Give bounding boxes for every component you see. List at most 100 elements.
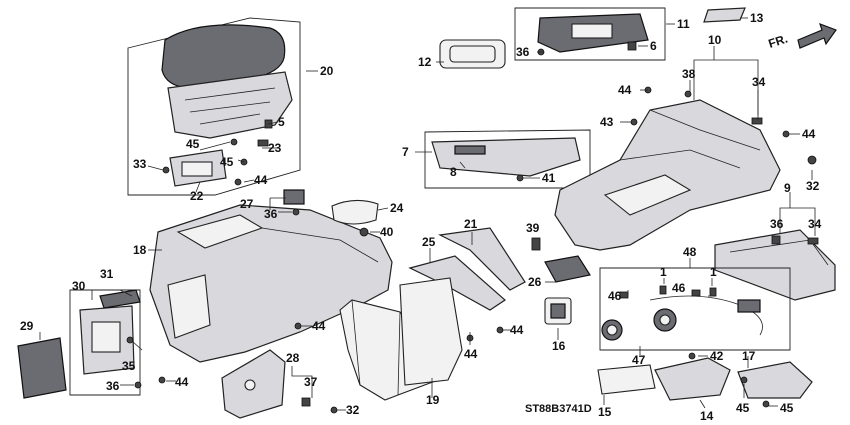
clip-36d [771,235,781,245]
callout-35: 35 [122,359,136,373]
callout-32b: 32 [806,179,820,193]
console-lid-24 [331,199,379,225]
callout-44a: 44 [254,173,268,187]
callout-8: 8 [450,165,457,179]
screw-45c [740,376,748,384]
callout-27: 27 [240,197,254,211]
clip-34b [807,237,819,245]
shift-slot [571,23,613,39]
callout-30: 30 [72,279,86,293]
screw-44c [158,376,166,384]
callout-28: 28 [286,351,300,365]
clip-1b [709,287,717,297]
callout-42: 42 [710,349,724,363]
clip-35 [126,336,134,344]
armrest-lid [161,24,286,89]
callout-19: 19 [426,393,440,407]
callout-34a: 34 [752,75,766,89]
callout-45a: 45 [186,137,200,151]
callout-11: 11 [677,17,690,31]
clip-23 [257,139,269,147]
clip-36a [292,208,300,216]
callout-44d: 44 [464,347,478,361]
box-30 [69,289,141,396]
ring-12-inner [449,45,496,63]
callout-32a: 32 [346,403,360,417]
clip-37 [301,397,311,407]
bracket-21 [438,227,526,291]
clip-40 [359,227,369,237]
callout-31: 31 [100,267,114,281]
tray-9 [714,229,836,301]
clip-1a [659,285,667,295]
callout-10: 10 [708,33,722,47]
frame-struts [351,299,401,396]
callout-14: 14 [700,409,714,423]
callout-16: 16 [552,339,566,353]
callout-7: 7 [402,145,409,159]
socket-lighter-core [659,314,671,326]
frame-panel [399,277,463,386]
ashtray-14 [654,357,731,401]
callout-46a: 46 [608,289,622,303]
clip-46b [691,289,701,297]
screw-45a [230,138,238,146]
callout-26: 26 [528,275,542,289]
console-edge [261,227,379,263]
callout-44f: 44 [618,83,632,97]
callout-33: 33 [133,157,147,171]
callout-17: 17 [742,349,756,363]
callout-44e: 44 [510,323,524,337]
callout-13: 13 [750,11,764,25]
callout-47: 47 [632,353,646,367]
callout-36d: 36 [770,217,784,231]
callout-9: 9 [784,181,791,195]
clip-36b [134,381,142,389]
panel-7-slot [454,145,486,155]
callout-44c: 44 [175,375,189,389]
screw-33 [162,166,170,174]
callout-labels: 20 5 23 45 45 33 44 22 27 36 24 40 18 44… [20,11,822,423]
callout-12: 12 [418,55,432,69]
console-side-pocket [167,274,211,339]
callout-38: 38 [682,67,696,81]
callout-40: 40 [380,225,394,239]
callout-41: 41 [542,171,556,185]
armrest-assembly-outline [127,17,301,196]
callout-1b: 1 [710,265,717,279]
callout-18: 18 [133,243,147,257]
callout-48: 48 [683,245,697,259]
front-direction-indicator: FR. [767,22,837,51]
screw-45d [762,400,770,408]
clip-32b [807,155,817,165]
connector-48 [737,299,761,313]
callout-21: 21 [464,217,478,231]
bezel-opening [91,321,121,353]
callout-44b: 44 [312,319,326,333]
leader-lines [39,17,816,411]
callout-20: 20 [320,64,334,78]
clip-34a [751,117,763,125]
callout-29: 29 [20,319,34,333]
callout-44g: 44 [802,127,816,141]
console-shell-ridges [619,109,761,169]
bracket-hole [244,379,256,391]
callout-37: 37 [304,375,318,389]
console-shell-cupholder [603,174,692,216]
callout-23: 23 [268,141,282,155]
console-shell-10 [554,99,781,251]
callout-43: 43 [600,115,614,129]
bracket-31 [99,289,141,309]
box-11 [514,7,666,61]
armrest-hinge-slot [181,161,213,177]
clip-39 [531,237,541,251]
clip-27 [283,189,305,205]
callout-45d: 45 [780,401,794,415]
callout-45b: 45 [220,155,234,169]
front-direction-label: FR. [767,32,790,51]
callout-15: 15 [598,405,612,419]
callout-39: 39 [526,221,540,235]
callout-5: 5 [278,115,285,129]
callout-22: 22 [190,189,204,203]
callout-46b: 46 [672,281,686,295]
